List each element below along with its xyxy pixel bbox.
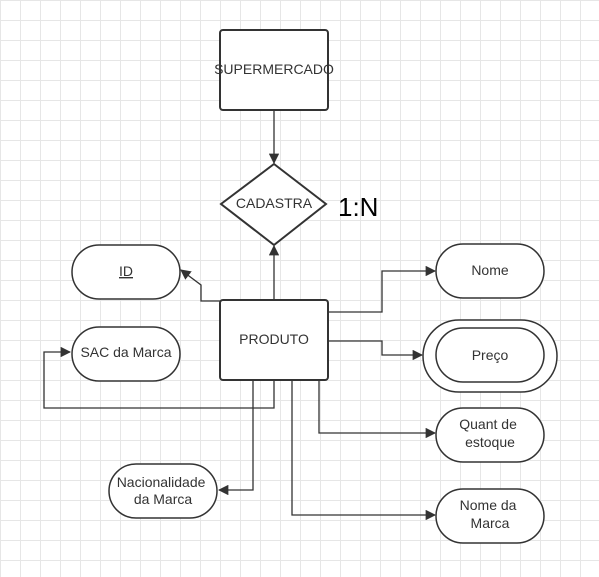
entity-produto[interactable]: PRODUTO <box>219 299 329 381</box>
edge-produto-nacionalidade <box>217 381 254 496</box>
edge-produto-id <box>180 269 220 302</box>
edge-produto-nome-marca <box>291 381 437 521</box>
edge-produto-nome <box>328 265 437 313</box>
attribute-nome-marca-label: Nome da Marca <box>460 497 521 531</box>
attribute-nome-da-marca[interactable]: Nome da Marca <box>435 488 545 544</box>
attribute-nome[interactable]: Nome <box>435 243 545 299</box>
entity-produto-label: PRODUTO <box>239 331 309 347</box>
attribute-nacionalidade-line1: Nacionalidade <box>117 474 206 490</box>
edges <box>43 111 437 521</box>
edge-produto-preco <box>328 340 424 361</box>
cardinality-label: 1:N <box>338 192 378 222</box>
edge-produto-sac <box>43 346 275 409</box>
edge-produto-quant <box>318 381 437 439</box>
attribute-preco-label: Preço <box>472 347 509 363</box>
attribute-id-label: ID <box>119 263 133 279</box>
relationship-cadastra[interactable]: CADASTRA <box>219 162 328 247</box>
attribute-quant-label: Quant de estoque <box>459 416 521 450</box>
attribute-quant-line1: Quant de <box>459 416 517 432</box>
attribute-preco[interactable]: Preço <box>422 319 558 393</box>
attribute-id[interactable]: ID <box>71 244 181 300</box>
attribute-nacionalidade-label: Nacionalidade da Marca <box>117 474 210 507</box>
entity-supermercado-label: SUPERMERCADO <box>214 61 334 77</box>
attribute-nome-marca-line1: Nome da <box>460 497 517 513</box>
attribute-quant-line2: estoque <box>465 434 515 450</box>
attribute-nacionalidade[interactable]: Nacionalidade da Marca <box>108 463 218 519</box>
attribute-nome-label: Nome <box>471 262 509 278</box>
attribute-quant-estoque[interactable]: Quant de estoque <box>435 407 545 463</box>
attribute-sac-da-marca[interactable]: SAC da Marca <box>71 326 181 382</box>
entity-supermercado[interactable]: SUPERMERCADO <box>214 29 334 111</box>
attribute-nacionalidade-line2: da Marca <box>134 491 193 507</box>
relationship-cadastra-label: CADASTRA <box>236 195 313 211</box>
attribute-sac-label: SAC da Marca <box>80 344 171 360</box>
attribute-nome-marca-line2: Marca <box>471 515 510 531</box>
